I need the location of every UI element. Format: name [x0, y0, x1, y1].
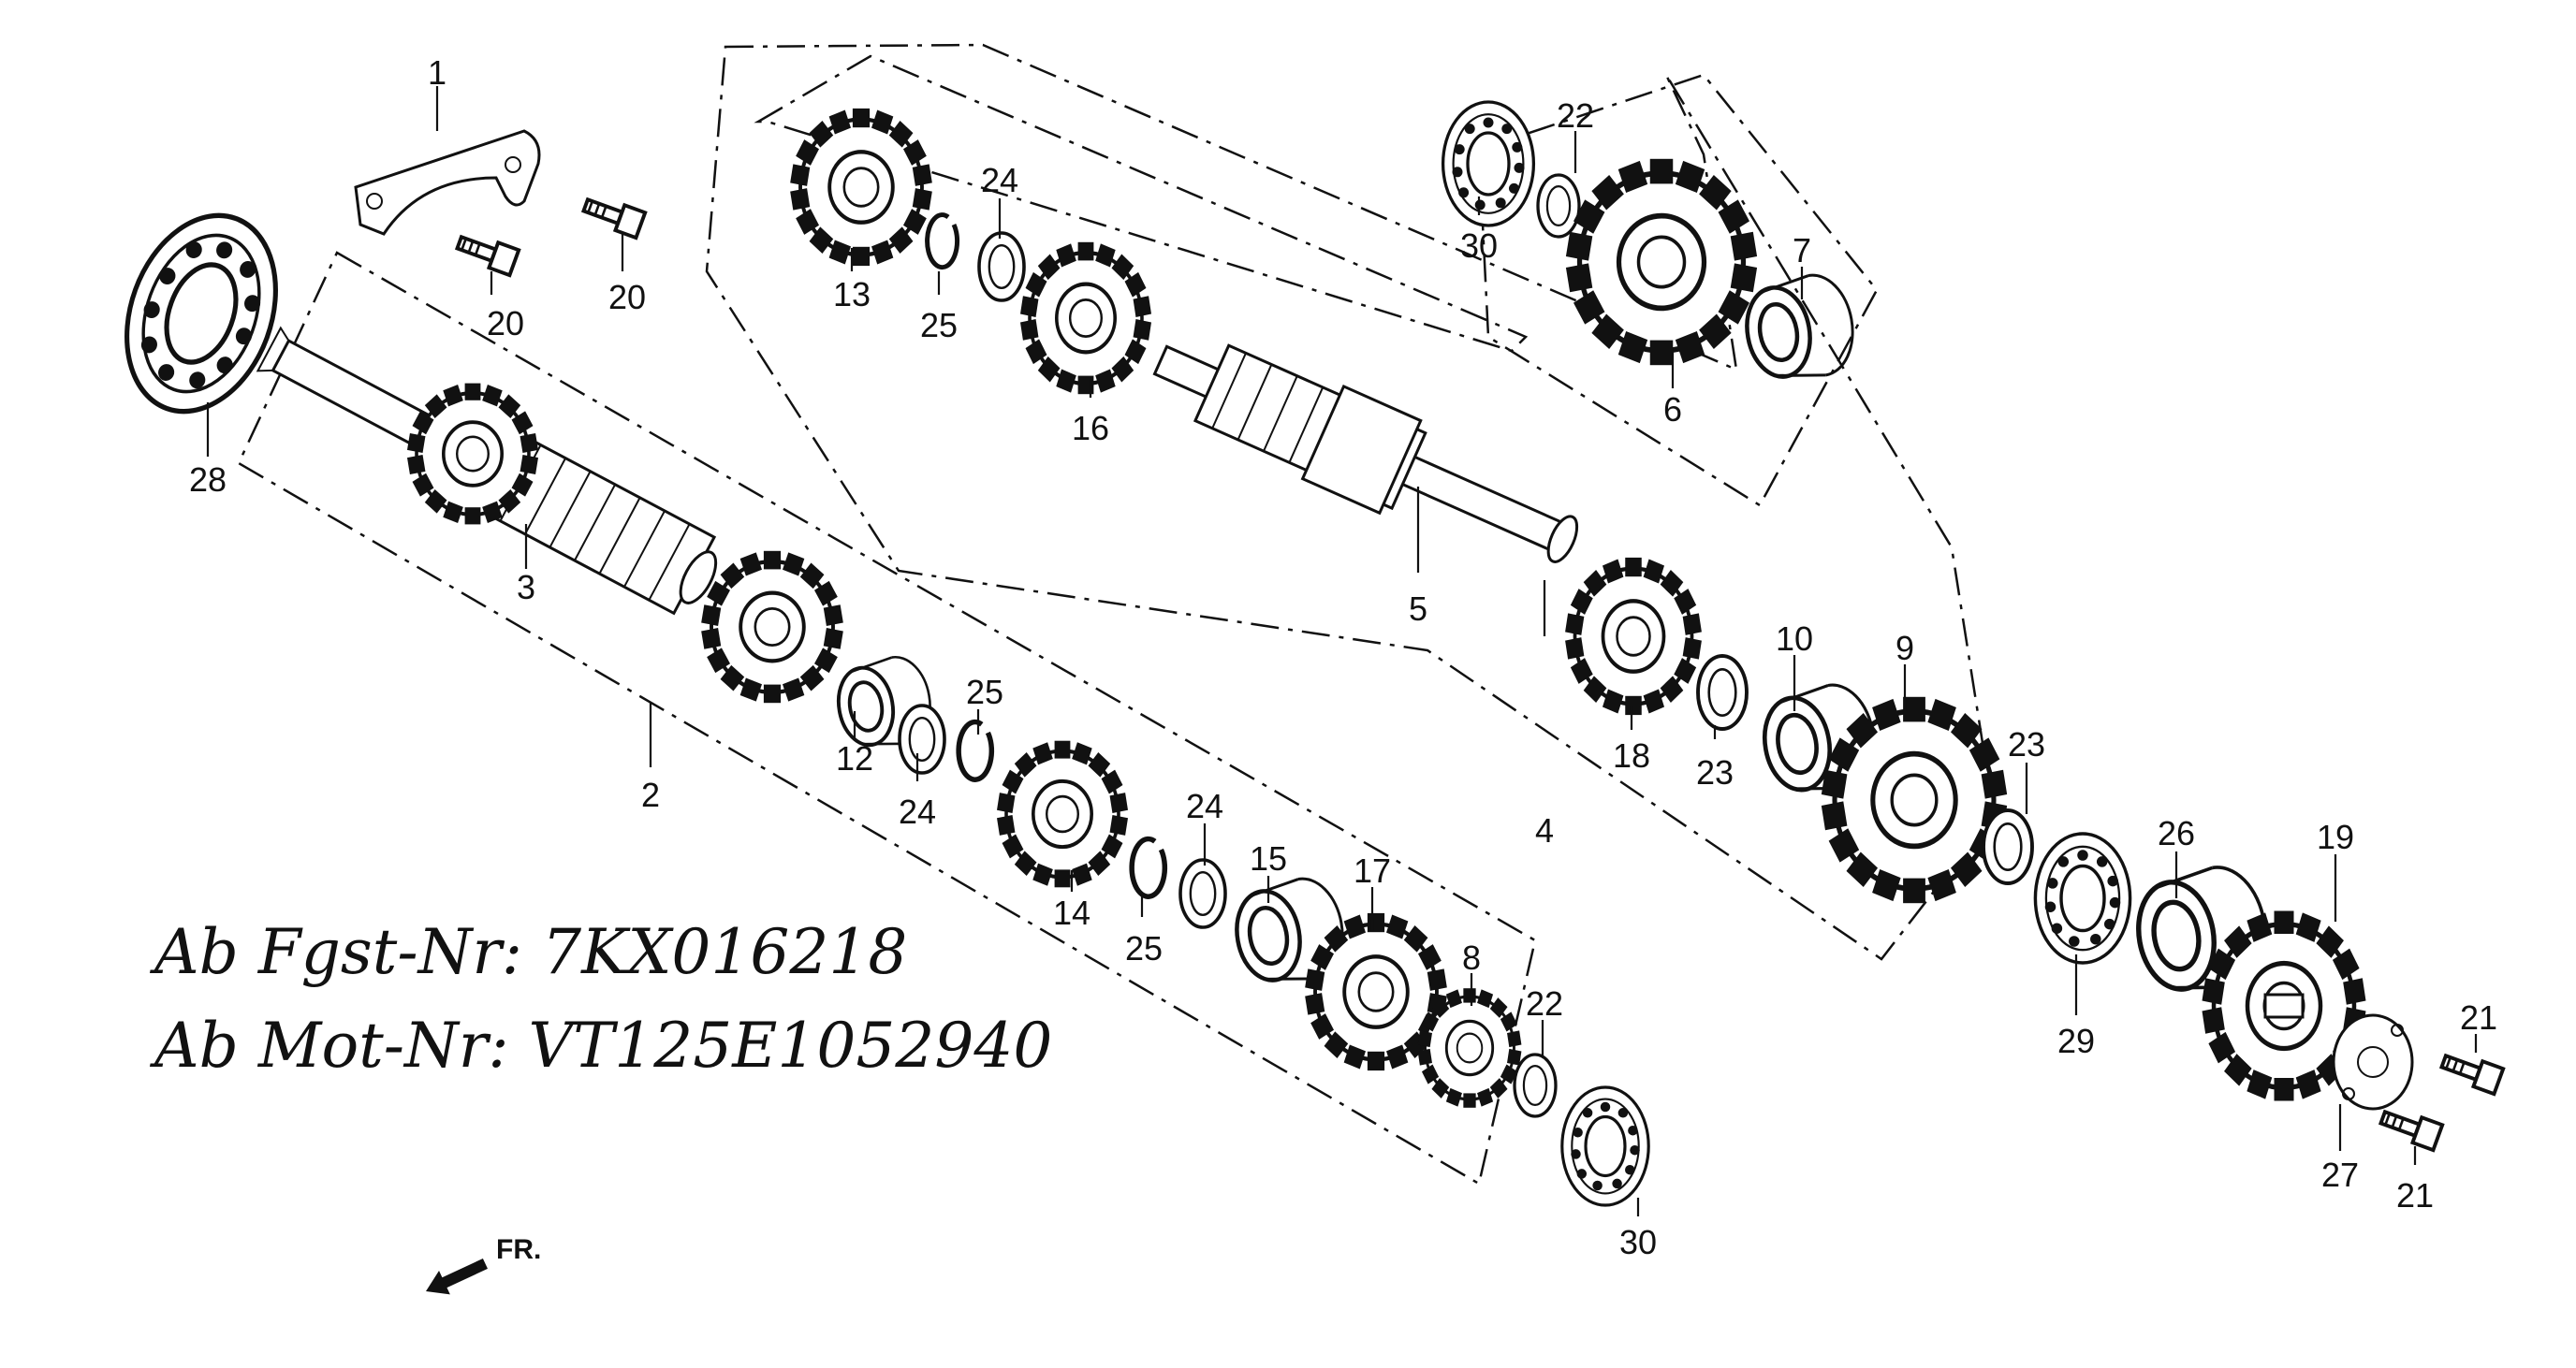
label-24c: 24	[1186, 787, 1223, 825]
label-26: 26	[2158, 814, 2195, 852]
part-8-gear	[1415, 986, 1524, 1110]
label-20b: 20	[608, 278, 646, 316]
part-29-bearing	[2033, 832, 2132, 965]
label-18: 18	[1613, 736, 1650, 775]
part-25b-circlip	[1132, 839, 1164, 897]
label-25c: 25	[1125, 929, 1163, 968]
label-24b: 24	[899, 793, 936, 831]
part-7-collar	[1739, 269, 1860, 387]
label-21a: 21	[2460, 998, 2497, 1037]
part-20b-bolt	[578, 190, 648, 240]
group-outline-2	[237, 251, 1537, 1186]
label-23a: 23	[1696, 753, 1734, 792]
label-24a: 24	[981, 161, 1018, 199]
front-direction-label: FR.	[496, 1234, 541, 1265]
part-23-washer	[1696, 654, 1749, 731]
part-9-gear	[1822, 697, 2007, 903]
note-engine-number: Ab Mot-Nr: VT125E1052940	[149, 1010, 1052, 1082]
label-9: 9	[1895, 629, 1914, 667]
label-12: 12	[836, 739, 873, 778]
part-5-counter-shaft	[1152, 343, 1579, 563]
part-27-plate	[2332, 1013, 2414, 1111]
part-16-gear	[1020, 242, 1151, 394]
label-16: 16	[1072, 409, 1109, 447]
part-20a-bolt	[452, 227, 521, 278]
part-6-gear	[1566, 159, 1757, 365]
part-labels: 1 2 3 4 5 6 7 8 9 10 12 13 14 15 16 17 1…	[189, 53, 2497, 1261]
label-15: 15	[1250, 839, 1287, 878]
part-24c-washer	[977, 231, 1026, 302]
part-gear-a	[701, 551, 843, 703]
label-8: 8	[1462, 939, 1481, 977]
front-direction-arrow-icon	[426, 1258, 488, 1295]
label-22b: 22	[1526, 984, 1563, 1023]
part-3-gear	[405, 381, 540, 527]
label-30b: 30	[1619, 1223, 1657, 1261]
label-22a: 22	[1557, 96, 1594, 135]
part-24b-washer	[1178, 858, 1227, 929]
label-1: 1	[428, 53, 446, 92]
label-3: 3	[517, 568, 535, 606]
part-22-washer	[1513, 1053, 1558, 1118]
part-21a-bolt	[2437, 1046, 2506, 1097]
label-23b: 23	[2008, 725, 2045, 764]
part-30b-bearing	[1441, 100, 1536, 227]
part-24-washer	[898, 704, 946, 775]
label-19: 19	[2317, 818, 2354, 856]
label-28: 28	[189, 460, 227, 499]
label-6: 6	[1663, 390, 1682, 429]
label-25a: 25	[920, 306, 958, 344]
label-2: 2	[641, 776, 660, 814]
label-17: 17	[1354, 851, 1391, 890]
part-28-bearing	[101, 195, 301, 432]
label-29: 29	[2057, 1022, 2095, 1060]
label-4: 4	[1535, 811, 1554, 850]
part-25c-circlip	[928, 215, 958, 268]
part-30-bearing	[1560, 1085, 1650, 1207]
part-25-circlip	[959, 722, 991, 780]
part-21b-bolt	[2376, 1102, 2445, 1153]
part-13-gear	[790, 109, 932, 266]
group-outline-top	[754, 54, 1529, 353]
label-30a: 30	[1460, 226, 1498, 265]
label-20a: 20	[487, 304, 524, 342]
label-10: 10	[1776, 619, 1813, 658]
note-frame-number: Ab Fgst-Nr: 7KX016218	[149, 916, 907, 988]
label-25b: 25	[966, 673, 1003, 711]
label-13: 13	[833, 275, 871, 313]
label-21b: 21	[2396, 1176, 2434, 1215]
label-5: 5	[1409, 589, 1427, 628]
label-14: 14	[1053, 894, 1090, 932]
label-7: 7	[1793, 231, 1811, 269]
part-18-gear	[1565, 558, 1702, 715]
part-23b-washer	[1982, 808, 2034, 885]
group-outline-right-inset	[1477, 73, 1879, 507]
part-22b-washer	[1536, 173, 1581, 239]
part-14-gear	[997, 741, 1128, 888]
leader-lines	[206, 86, 2478, 1216]
part-19-sprocket	[2202, 911, 2365, 1101]
label-27: 27	[2321, 1156, 2359, 1194]
part-1-bracket	[354, 129, 541, 236]
